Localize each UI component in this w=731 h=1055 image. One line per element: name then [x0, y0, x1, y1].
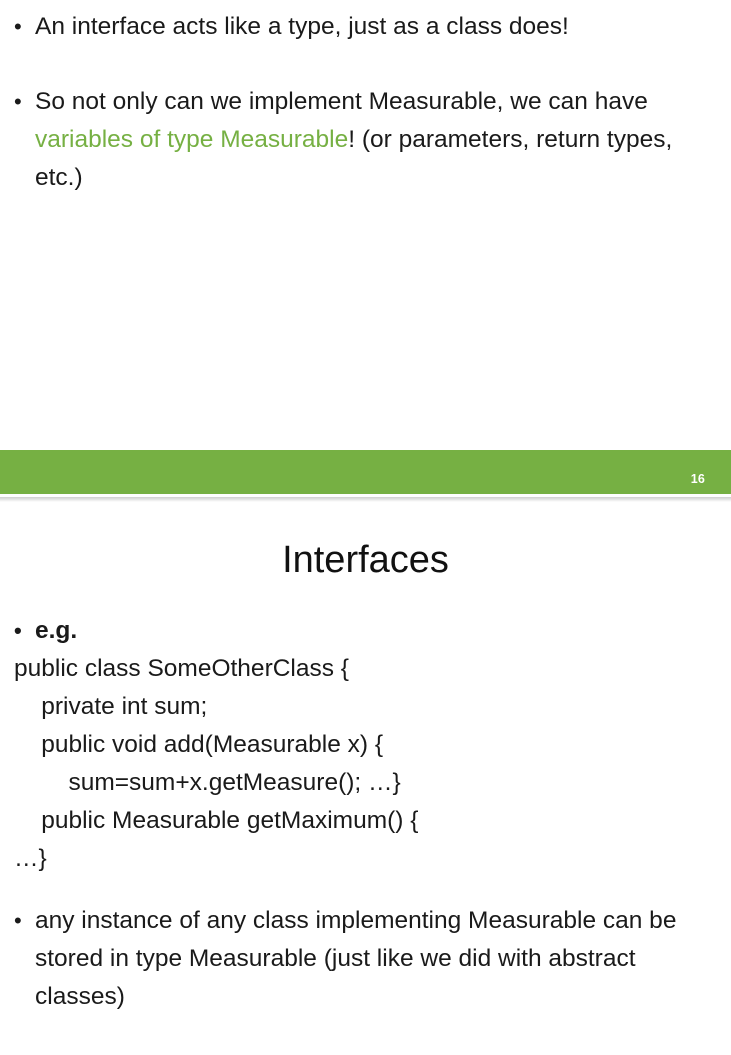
slide-top-bullet-2-part-1: So not only can we implement Measurable,… — [35, 88, 648, 115]
slide-bottom-bullet-eg: e.g. — [0, 612, 720, 650]
slide-top-footer-bar: 16 — [0, 450, 731, 494]
code-sample: public class SomeOtherClass { private in… — [14, 655, 419, 872]
slide-bottom-eg-list: e.g. — [0, 612, 720, 650]
slide-bottom-title: Interfaces — [282, 539, 449, 581]
slide-top-bullet-list: An interface acts like a type, just as a… — [0, 8, 720, 197]
slide-top-bullet-1: An interface acts like a type, just as a… — [0, 8, 720, 46]
slide-separator — [0, 497, 731, 516]
slide-top-bullet-2: So not only can we implement Measurable,… — [0, 83, 720, 197]
slide-bottom-body: e.g. public class SomeOtherClass { priva… — [0, 612, 720, 878]
slide-number: 16 — [690, 472, 705, 486]
slide-top-bullet-2-highlight: variables of type Measurable — [35, 126, 349, 153]
slide-bottom-bullet-final: any instance of any class implementing M… — [0, 902, 720, 1016]
slide-bottom-final-list: any instance of any class implementing M… — [0, 902, 720, 1016]
slide-top-bullet-1-text: An interface acts like a type, just as a… — [35, 13, 569, 40]
slide-bottom: Interfaces e.g. public class SomeOtherCl… — [0, 516, 731, 1055]
slide-top: An interface acts like a type, just as a… — [0, 0, 731, 497]
slide-top-bullet-2-part-2: ! (or parameters, return types, etc.) — [35, 126, 673, 191]
slide-separator-shadow — [0, 497, 731, 502]
